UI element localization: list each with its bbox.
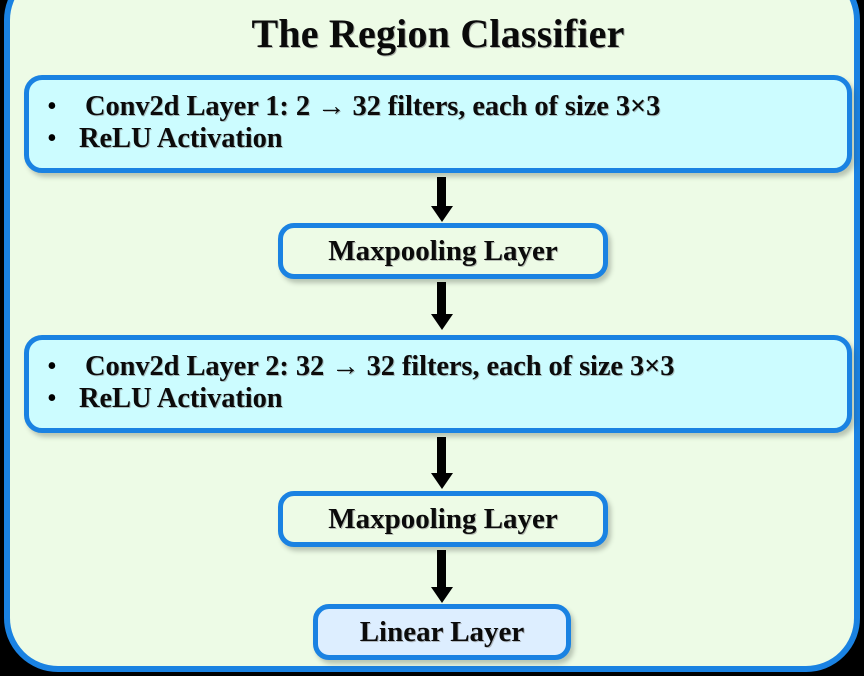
- node-pool2-label: Maxpooling Layer: [328, 502, 558, 535]
- bullet-icon: •: [47, 383, 57, 414]
- region-classifier-panel: The Region Classifier • Conv2d Layer 1: …: [4, 0, 860, 672]
- bullet-icon: •: [47, 123, 57, 154]
- bullet-icon: •: [47, 351, 57, 382]
- node-pool2[interactable]: Maxpooling Layer: [278, 491, 608, 547]
- bullet-item: • Conv2d Layer 1: 2 → 32 filters, each o…: [39, 91, 837, 123]
- arrow-pool2-to-linear: [437, 550, 446, 588]
- node-conv1[interactable]: • Conv2d Layer 1: 2 → 32 filters, each o…: [24, 75, 852, 173]
- node-conv1-line-1: Conv2d Layer 1: 2 → 32 filters, each of …: [85, 91, 661, 122]
- node-conv2[interactable]: • Conv2d Layer 2: 32 → 32 filters, each …: [24, 335, 852, 433]
- node-conv1-line-2: ReLU Activation: [79, 123, 283, 154]
- node-linear-label: Linear Layer: [359, 615, 525, 648]
- node-pool1-label: Maxpooling Layer: [328, 234, 558, 267]
- bullet-item: • Conv2d Layer 2: 32 → 32 filters, each …: [39, 351, 837, 383]
- node-conv2-line-2: ReLU Activation: [79, 383, 283, 414]
- bullet-icon: •: [47, 91, 57, 122]
- node-conv2-line-1: Conv2d Layer 2: 32 → 32 filters, each of…: [85, 351, 675, 382]
- arrow-conv2-to-pool2: [437, 437, 446, 474]
- node-linear[interactable]: Linear Layer: [313, 604, 571, 660]
- arrow-pool1-to-conv2: [437, 282, 446, 315]
- node-pool1[interactable]: Maxpooling Layer: [278, 223, 608, 279]
- page-title: The Region Classifier: [251, 11, 625, 56]
- bullet-item: • ReLU Activation: [39, 123, 837, 155]
- arrow-conv1-to-pool1: [437, 177, 446, 207]
- bullet-item: • ReLU Activation: [39, 383, 837, 415]
